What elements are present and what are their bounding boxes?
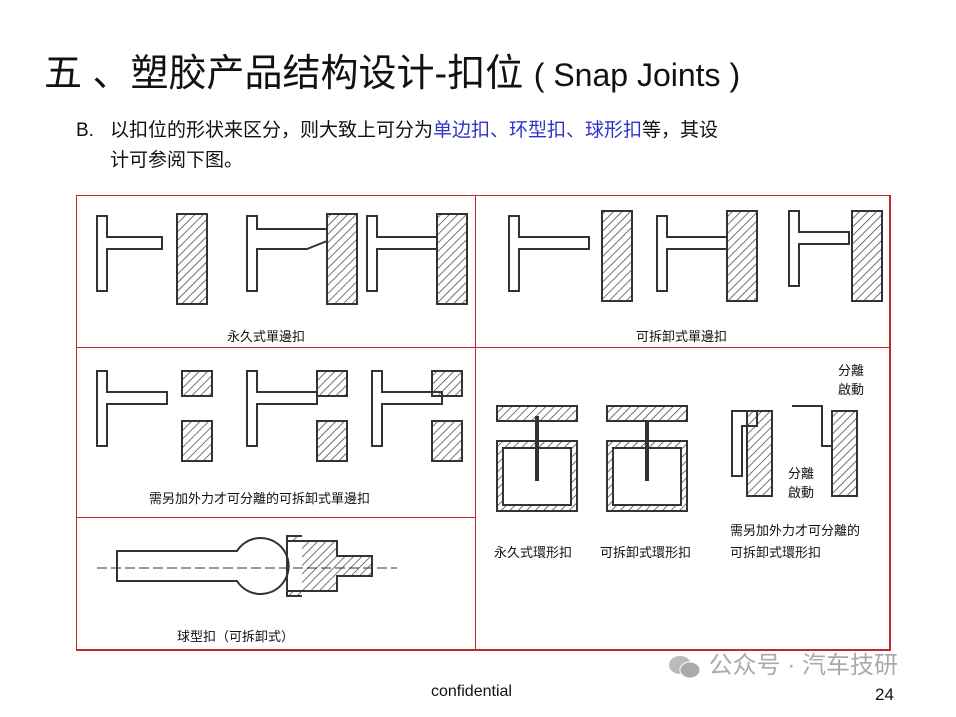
watermark-text: 公众号 · 汽车技研 xyxy=(708,652,898,679)
cell-permanent-cantilever: 永久式單邊扣 xyxy=(76,195,476,348)
caption: 需另加外力才可分離的可拆卸式單邊扣 xyxy=(149,492,371,507)
snap-joint-drawings xyxy=(96,210,883,597)
annular-drawings xyxy=(496,405,858,512)
bullet-text: 以扣位的形状来区分，则大致上可分为 xyxy=(110,120,434,141)
cell-removable-cantilever: 可拆卸式單邊扣 xyxy=(475,195,891,348)
cantilever-permanent-drawings xyxy=(96,213,468,305)
caption: 球型扣（可拆卸式） xyxy=(177,630,295,645)
title-en: ( Snap Joints ) xyxy=(533,57,741,93)
bullet-highlight: 单边扣、环型扣、球形扣 xyxy=(433,120,643,141)
caption: 永久式環形扣 xyxy=(494,546,573,561)
page-number: 24 xyxy=(875,685,894,704)
cantilever-removable-drawings xyxy=(508,210,883,302)
wechat-icon xyxy=(668,655,702,679)
ball-snap-drawing xyxy=(97,535,397,597)
bullet-b: B. 以扣位的形状来区分，则大致上可分为单边扣、环型扣、球形扣等，其设 计可参阅下… xyxy=(76,116,876,176)
cell-extra-force-cantilever: 需另加外力才可分離的可拆卸式單邊扣 xyxy=(76,347,476,518)
cell-ball: 球型扣（可拆卸式） xyxy=(76,517,476,651)
caption: 可拆卸式單邊扣 xyxy=(636,330,728,345)
bullet-label: B. xyxy=(76,120,94,141)
callout: 分離 啟動 xyxy=(838,364,865,398)
caption: 可拆卸式環形扣 xyxy=(730,546,822,561)
caption: 可拆卸式環形扣 xyxy=(600,546,692,561)
title-cn: 五 、塑胶产品结构设计-扣位 xyxy=(44,53,524,95)
bullet-line2: 计可参阅下图。 xyxy=(110,150,244,171)
cantilever-extra-force-drawings xyxy=(96,370,463,462)
footer-confidential: confidential xyxy=(431,683,512,700)
cell-annular: 永久式環形扣 可拆卸式環形扣 需另加外力才可分離的 可拆卸式環形扣 分離 啟動 … xyxy=(475,347,891,651)
caption: 永久式單邊扣 xyxy=(227,330,306,345)
watermark: 公众号 · 汽车技研 xyxy=(668,652,898,680)
bullet-text-after: 等，其设 xyxy=(642,120,719,141)
figure-grid: 永久式單邊扣 可拆卸式單邊扣 需另加外力才可分離的可拆卸式單邊扣 球型扣（可拆卸… xyxy=(76,195,891,651)
callout: 分離 啟動 xyxy=(788,467,815,501)
caption: 需另加外力才可分離的 xyxy=(730,524,861,539)
slide-title: 五 、塑胶产品结构设计-扣位 ( Snap Joints ) xyxy=(44,42,740,97)
